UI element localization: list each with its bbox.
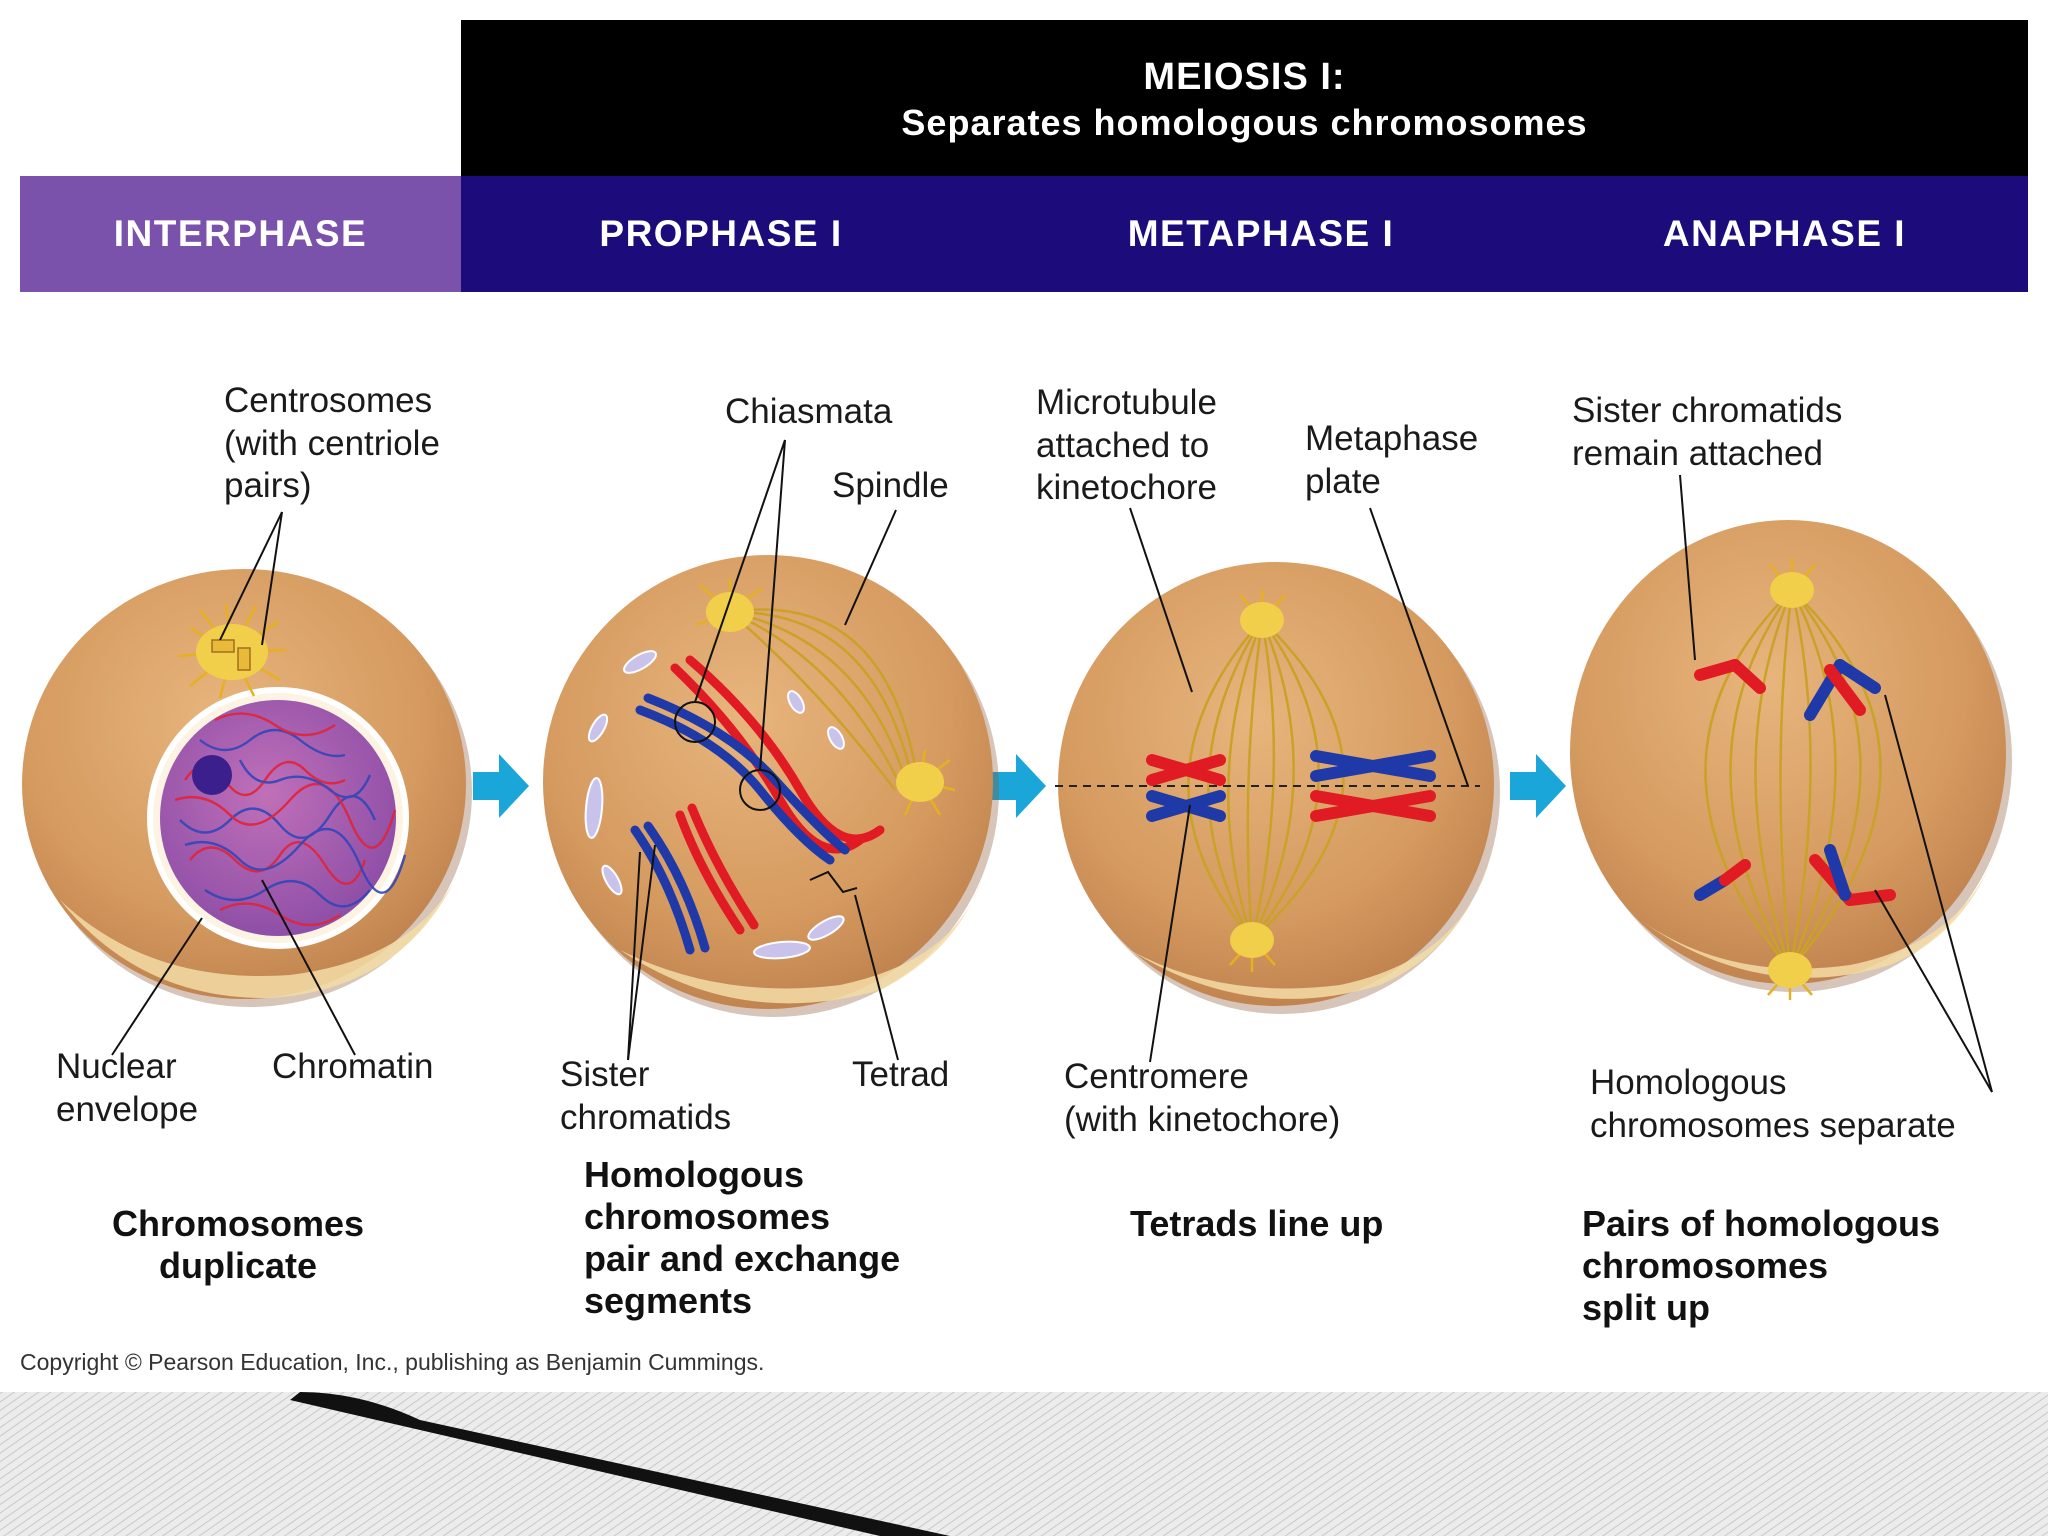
label-chromatin: Chromatin bbox=[272, 1047, 434, 1086]
label-homologous-separate: Homologous chromosomes separate bbox=[1590, 1063, 1956, 1145]
label-tetrad: Tetrad bbox=[852, 1055, 950, 1094]
decorative-footer-band bbox=[0, 1392, 2048, 1536]
arrow-icon bbox=[990, 754, 1046, 818]
label-metaphase-plate: Metaphase plate bbox=[1305, 419, 1479, 501]
header-subtitle: Separates homologous chromosomes bbox=[901, 102, 1588, 143]
phase-anaphase: ANAPHASE I bbox=[1541, 176, 2028, 292]
metaphase-cell bbox=[1055, 562, 1500, 1014]
label-microtubule: Microtubule attached to kinetochore bbox=[1036, 383, 1217, 508]
caption-metaphase: Tetrads line up bbox=[1130, 1203, 1384, 1244]
label-centrosomes: Centrosomes (with centriole pairs) bbox=[224, 381, 440, 506]
label-spindle: Spindle bbox=[832, 466, 949, 505]
label-sister-chromatids-attached: Sister chromatids remain attached bbox=[1572, 391, 1843, 473]
copyright-notice: Copyright © Pearson Education, Inc., pub… bbox=[20, 1349, 765, 1375]
caption-interphase: Chromosomes duplicate bbox=[111, 1203, 365, 1287]
phase-interphase: INTERPHASE bbox=[20, 176, 461, 292]
prophase-cell bbox=[543, 555, 999, 1017]
phase-metaphase: METAPHASE I bbox=[981, 176, 1541, 292]
leader-lines bbox=[111, 439, 1993, 1093]
phase-prophase: PROPHASE I bbox=[461, 176, 981, 292]
label-sister-chromatids: Sister chromatids bbox=[560, 1055, 732, 1137]
label-nuclear-envelope: Nuclear envelope bbox=[56, 1047, 199, 1129]
caption-anaphase: Pairs of homologous chromosomes split up bbox=[1582, 1203, 1941, 1329]
arrow-icon bbox=[1510, 754, 1566, 818]
label-centromere: Centromere (with kinetochore) bbox=[1064, 1057, 1341, 1139]
caption-prophase: Homologous chromosomes pair and exchange… bbox=[584, 1154, 901, 1322]
interphase-cell bbox=[22, 569, 472, 1007]
label-chiasmata: Chiasmata bbox=[725, 392, 893, 431]
arrow-icon bbox=[473, 754, 529, 818]
meiosis-header: MEIOSIS I: Separates homologous chromoso… bbox=[461, 20, 2028, 176]
anaphase-cell bbox=[1570, 520, 2012, 1000]
header-title: MEIOSIS I: bbox=[1143, 56, 1346, 98]
